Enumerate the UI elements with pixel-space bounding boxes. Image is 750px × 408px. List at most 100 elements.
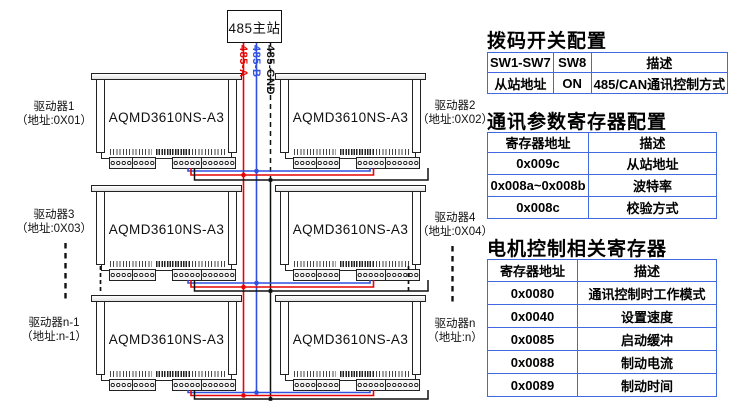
table-row: 0x0040 设置速度 bbox=[487, 304, 717, 328]
table-header-row: 寄存器地址 描述 bbox=[487, 132, 717, 153]
dip-switch-config-title: 拨码开关配置 bbox=[487, 31, 608, 52]
driver4-label: 驱动器4 （地址:0X04） bbox=[416, 212, 494, 238]
column-header: 描述 bbox=[588, 132, 717, 153]
module-bracket-right bbox=[412, 79, 421, 153]
register-address: 0x0040 bbox=[487, 304, 578, 328]
terminal-block bbox=[172, 379, 202, 391]
master-station-box: 485主站 bbox=[227, 10, 282, 43]
driver-module-2: AQMD3610NS-A3 bbox=[275, 72, 426, 169]
module-bracket-left bbox=[96, 79, 105, 153]
table-row: 0x0088 制动电流 bbox=[487, 350, 717, 374]
module-lid bbox=[91, 72, 242, 80]
terminal-block bbox=[109, 269, 133, 281]
column-header: 描述 bbox=[577, 259, 717, 282]
register-desc: 启动缓冲 bbox=[577, 327, 717, 351]
table-header-row: 寄存器地址 描述 bbox=[487, 259, 717, 282]
dip-switch-config-table: SW1-SW7 SW8 描述 从站地址 ON 485/CAN通讯控制方式 bbox=[487, 52, 729, 94]
column-header: SW1-SW7 bbox=[487, 52, 554, 73]
terminal-block bbox=[132, 269, 156, 281]
module-model-label: AQMD3610NS-A3 bbox=[108, 222, 225, 237]
table-header-row: SW1-SW7 SW8 描述 bbox=[487, 52, 729, 73]
terminal-markings bbox=[109, 371, 153, 377]
module-bracket-right bbox=[412, 191, 421, 265]
table-cell: 485/CAN通讯控制方式 bbox=[590, 72, 729, 94]
terminal-markings bbox=[293, 149, 337, 155]
driver2-label: 驱动器2 （地址:0X02） bbox=[416, 100, 494, 126]
terminal-block bbox=[293, 379, 317, 391]
motor-registers-title: 电机控制相关寄存器 bbox=[487, 239, 668, 260]
module-bracket-left bbox=[280, 301, 289, 375]
motor-registers-table: 寄存器地址 描述 0x0080 通讯控制时工作模式 0x0040 设置速度 0x… bbox=[487, 259, 717, 397]
module-model-label: AQMD3610NS-A3 bbox=[108, 332, 225, 347]
table-row: 0x009c 从站地址 bbox=[487, 152, 717, 175]
terminal-markings bbox=[293, 261, 337, 267]
module-bracket-right bbox=[228, 79, 237, 153]
terminal-blocks bbox=[286, 379, 420, 391]
register-address: 0x0085 bbox=[487, 327, 578, 351]
table-row: 0x0080 通讯控制时工作模式 bbox=[487, 281, 717, 305]
register-address: 0x0089 bbox=[487, 373, 578, 397]
terminal-block bbox=[132, 379, 156, 391]
driver1-label: 驱动器1 （地址:0X01） bbox=[15, 101, 93, 127]
terminal-block bbox=[384, 379, 420, 391]
register-desc: 制动电流 bbox=[577, 350, 717, 374]
register-desc: 制动时间 bbox=[577, 373, 717, 397]
terminal-blocks bbox=[286, 269, 420, 281]
module-lid bbox=[275, 294, 426, 302]
module-bracket-right bbox=[412, 301, 421, 375]
driver-module-n-1: AQMD3610NS-A3 bbox=[91, 294, 242, 391]
terminal-block bbox=[293, 269, 317, 281]
module-bracket-left bbox=[280, 191, 289, 265]
table-cell: ON bbox=[552, 72, 592, 94]
driver-module-1: AQMD3610NS-A3 bbox=[91, 72, 242, 169]
column-header: 描述 bbox=[590, 52, 729, 73]
column-header: 寄存器地址 bbox=[487, 259, 578, 282]
module-lid bbox=[275, 184, 426, 192]
terminal-markings bbox=[376, 371, 412, 377]
terminal-blocks bbox=[286, 157, 420, 169]
table-row: 0x008c 校验方式 bbox=[487, 196, 717, 219]
register-address: 0x008c bbox=[487, 196, 589, 219]
terminal-block bbox=[293, 157, 317, 169]
terminal-markings bbox=[109, 261, 153, 267]
module-model-label: AQMD3610NS-A3 bbox=[292, 110, 409, 125]
terminal-markings bbox=[340, 149, 374, 155]
driver-n-1-label: 驱动器n-1 （地址:n-1） bbox=[21, 317, 87, 343]
terminal-block bbox=[109, 379, 133, 391]
terminal-block bbox=[356, 157, 386, 169]
register-desc: 通讯控制时工作模式 bbox=[577, 281, 717, 305]
terminal-markings bbox=[376, 149, 412, 155]
module-bracket-left bbox=[96, 301, 105, 375]
table-row: 0x0085 启动缓冲 bbox=[487, 327, 717, 351]
terminal-block bbox=[316, 157, 340, 169]
terminal-markings bbox=[340, 371, 374, 377]
terminal-blocks bbox=[102, 269, 236, 281]
table-row: 0x0089 制动时间 bbox=[487, 373, 717, 397]
terminal-block bbox=[200, 269, 236, 281]
terminal-blocks bbox=[102, 379, 236, 391]
module-model-label: AQMD3610NS-A3 bbox=[108, 110, 225, 125]
terminal-block bbox=[109, 157, 133, 169]
module-bracket-left bbox=[280, 79, 289, 153]
register-address: 0x009c bbox=[487, 152, 589, 175]
terminal-block bbox=[200, 157, 236, 169]
register-desc: 从站地址 bbox=[588, 152, 717, 175]
column-header: SW8 bbox=[552, 52, 592, 73]
terminal-block bbox=[384, 157, 420, 169]
terminal-block bbox=[132, 157, 156, 169]
driver-module-n: AQMD3610NS-A3 bbox=[275, 294, 426, 391]
table-row: 从站地址 ON 485/CAN通讯控制方式 bbox=[487, 72, 729, 94]
module-lid bbox=[275, 72, 426, 80]
module-lid bbox=[91, 184, 242, 192]
module-bracket-right bbox=[228, 301, 237, 375]
terminal-markings bbox=[192, 371, 228, 377]
wire-label-485a: 485-A bbox=[237, 45, 249, 78]
terminal-markings bbox=[293, 371, 337, 377]
register-desc: 校验方式 bbox=[588, 196, 717, 219]
register-desc: 波特率 bbox=[588, 174, 717, 197]
column-header: 寄存器地址 bbox=[487, 132, 589, 153]
terminal-block bbox=[172, 157, 202, 169]
register-desc: 设置速度 bbox=[577, 304, 717, 328]
module-bracket-right bbox=[228, 191, 237, 265]
driver-module-3: AQMD3610NS-A3 bbox=[91, 184, 242, 281]
